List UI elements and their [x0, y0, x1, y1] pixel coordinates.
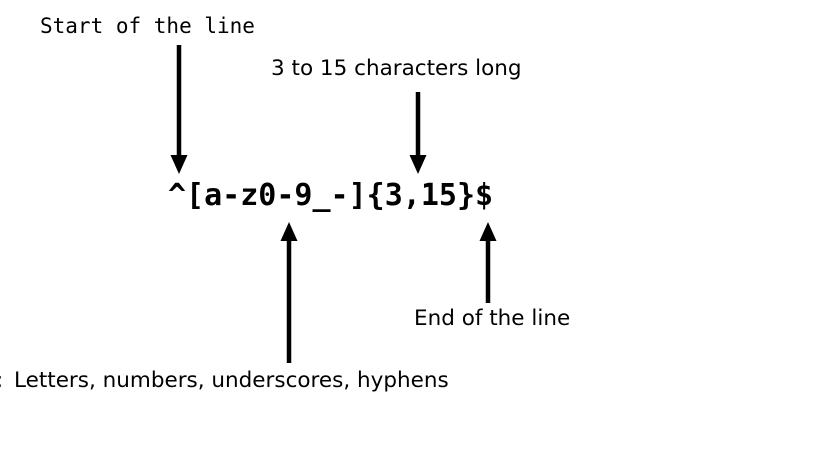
annotation-length-range: 3 to 15 characters long	[271, 56, 522, 81]
left-edge-clipped-glyph: :	[0, 370, 3, 392]
annotation-allowed-characters: Letters, numbers, underscores, hyphens	[14, 368, 449, 393]
regex-expression: ^[a-z0-9_-]{3,15}$	[168, 178, 494, 213]
annotation-end-of-line: End of the line	[414, 306, 571, 331]
annotation-start-of-line: Start of the line	[40, 14, 255, 38]
arrow-start-of-line-icon	[170, 45, 188, 174]
arrow-allowed-characters-icon	[280, 222, 298, 363]
arrow-length-range-icon	[409, 92, 427, 174]
arrow-end-of-line-icon	[479, 222, 497, 303]
